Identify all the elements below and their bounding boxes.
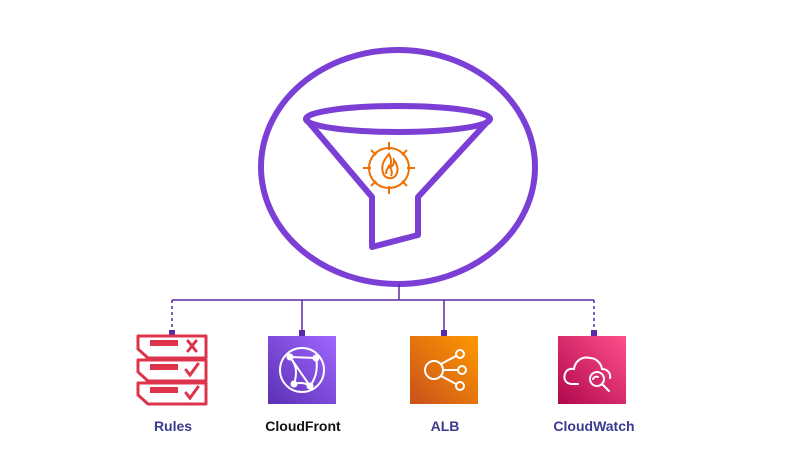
cloudwatch-label: CloudWatch <box>553 418 635 434</box>
load-balancer-icon <box>410 336 478 404</box>
alb-label: ALB <box>430 418 460 434</box>
connector-node-rules <box>169 330 175 336</box>
cloudwatch-search-icon <box>558 336 626 404</box>
cloudfront-label: CloudFront <box>265 418 341 434</box>
rules-checklist-icon <box>136 334 208 406</box>
connector-node-cloudwatch <box>591 330 597 336</box>
funnel-icon <box>303 103 493 250</box>
cloudfront-globe-icon <box>268 336 336 404</box>
rules-label: Rules <box>153 418 193 434</box>
waf-fire-icon <box>363 142 415 194</box>
waf-funnel-hub <box>258 47 538 287</box>
connector-lines <box>169 284 597 336</box>
connector-node-cloudfront <box>299 330 305 336</box>
hub-ellipse <box>258 47 538 287</box>
connector-node-alb <box>441 330 447 336</box>
